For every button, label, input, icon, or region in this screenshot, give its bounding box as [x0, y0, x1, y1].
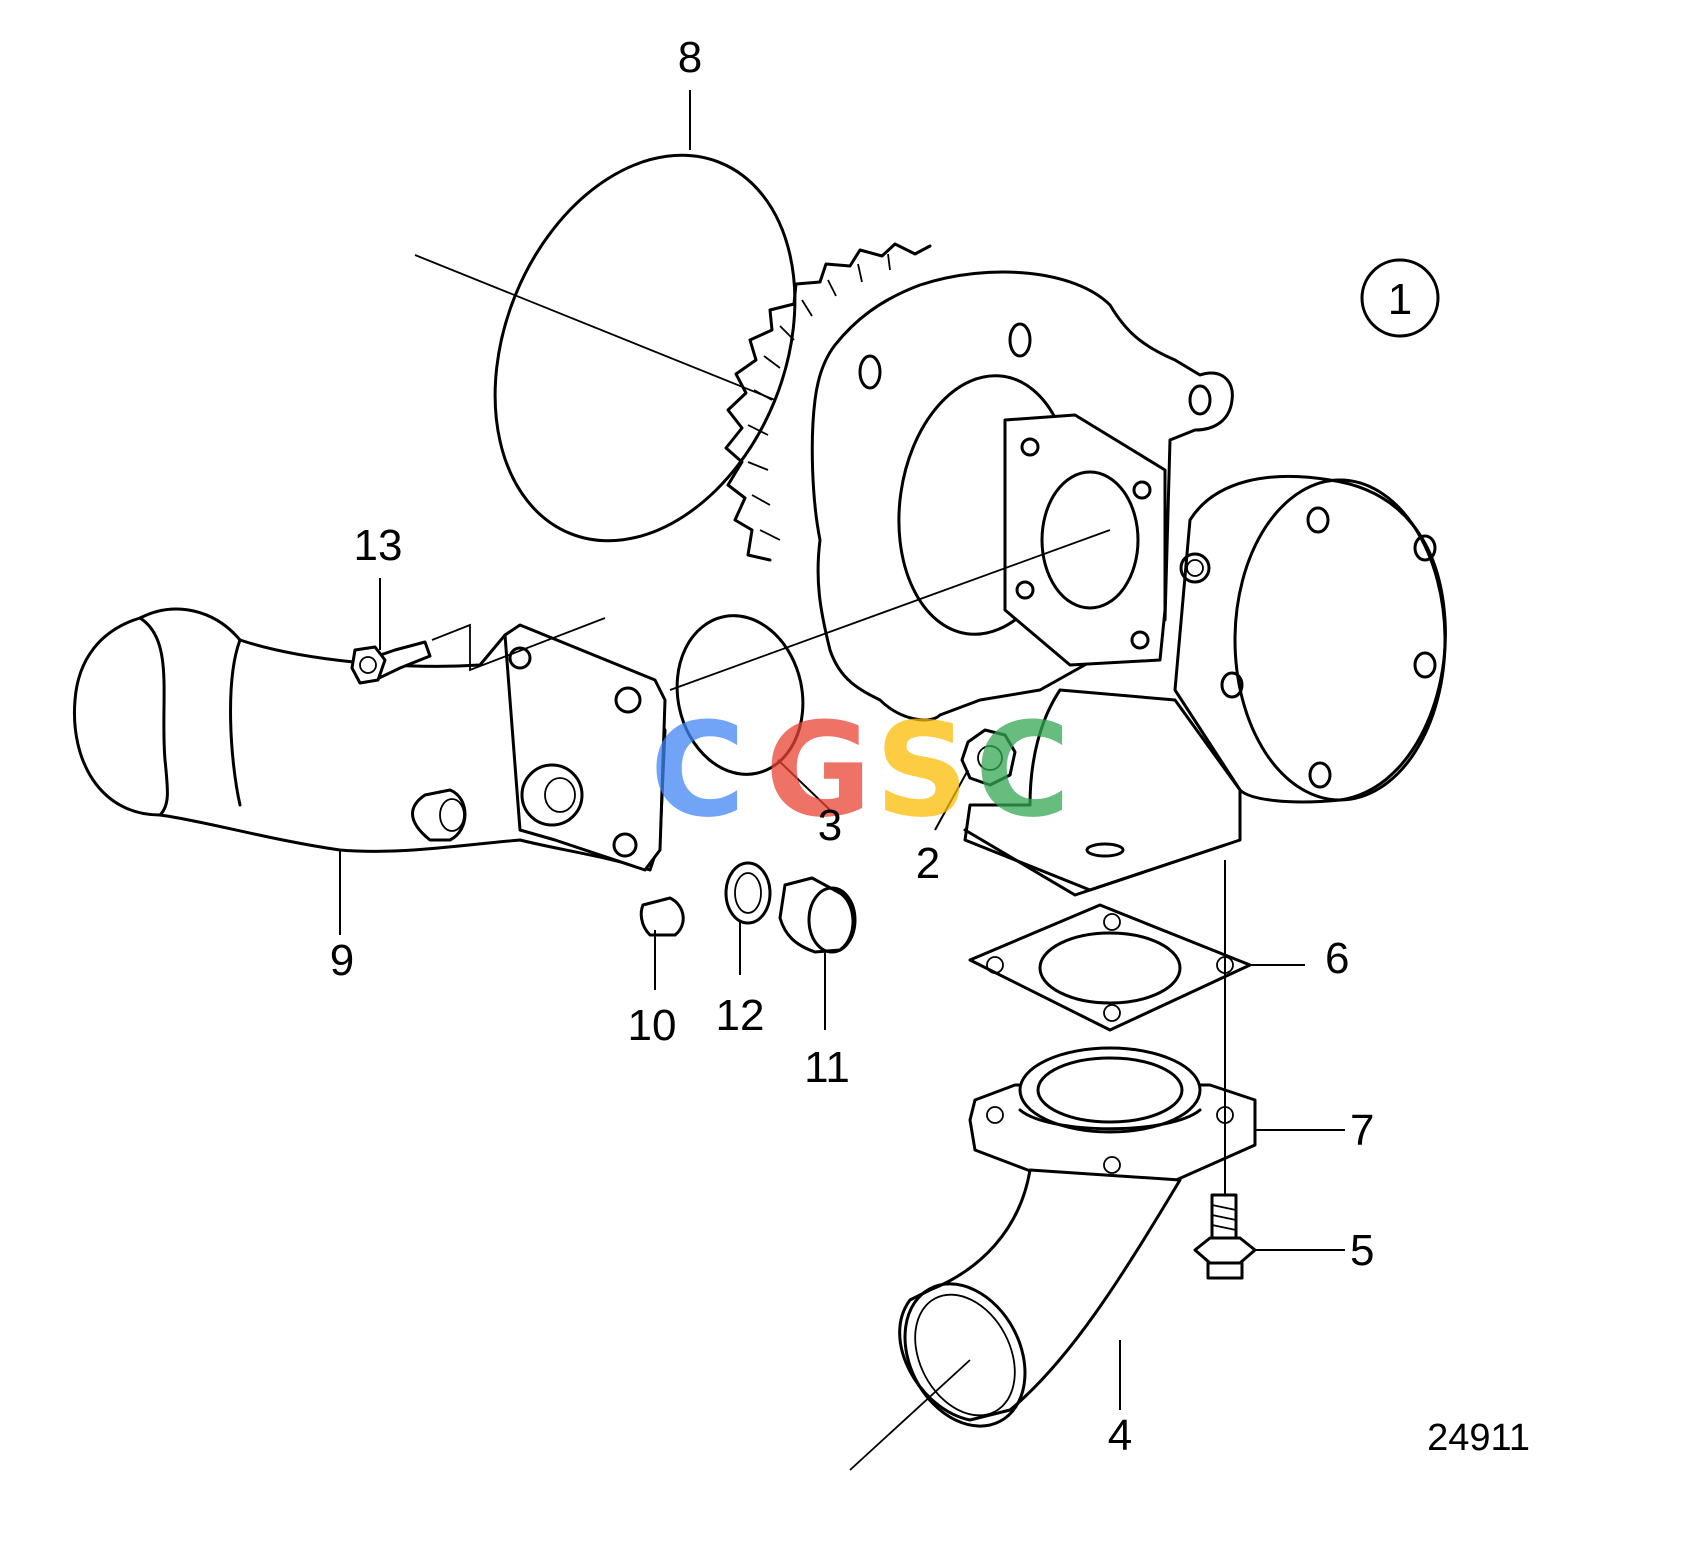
callout-9: 9 [330, 936, 354, 985]
callout-11: 11 [804, 1043, 850, 1092]
callout-13: 13 [354, 521, 403, 570]
watermark: C G S C [650, 694, 1070, 846]
part-8-large-o-ring [414, 153, 797, 543]
drawing-number: 24911 [1427, 1417, 1530, 1459]
part-1-pump-body [669, 242, 1447, 897]
leader-lines [339, 90, 1345, 1410]
callout-12: 12 [716, 991, 765, 1040]
callout-5: 5 [1350, 1226, 1374, 1275]
part-4-outlet-elbow [849, 1168, 1182, 1471]
callout-6: 6 [1325, 934, 1349, 983]
watermark-letter-1: C [650, 694, 745, 846]
part-3-small-o-ring [675, 614, 805, 776]
part-13-bolt [350, 640, 432, 685]
callout-4: 4 [1108, 1411, 1132, 1460]
part-2-nut [960, 728, 1017, 787]
watermark-letter-3: S [875, 694, 969, 846]
callout-8: 8 [678, 33, 702, 82]
callout-3: 3 [818, 801, 842, 850]
part-6-gasket [968, 903, 1252, 1032]
watermark-letter-2: G [765, 694, 872, 846]
callout-2: 2 [916, 839, 940, 888]
part-9-elbow-pipe [72, 607, 667, 872]
part-12-washer [724, 861, 772, 925]
group-badge-label: 1 [1388, 275, 1412, 324]
group-badge: 1 [1360, 258, 1440, 338]
callout-10: 10 [628, 1001, 677, 1050]
part-5-flange-bolt [1193, 1193, 1257, 1280]
gear-teeth [724, 242, 932, 562]
part-10-plug [639, 896, 685, 937]
callout-7: 7 [1350, 1106, 1374, 1155]
part-11-drain-plug [778, 876, 857, 954]
watermark-letter-4: C [975, 694, 1070, 846]
